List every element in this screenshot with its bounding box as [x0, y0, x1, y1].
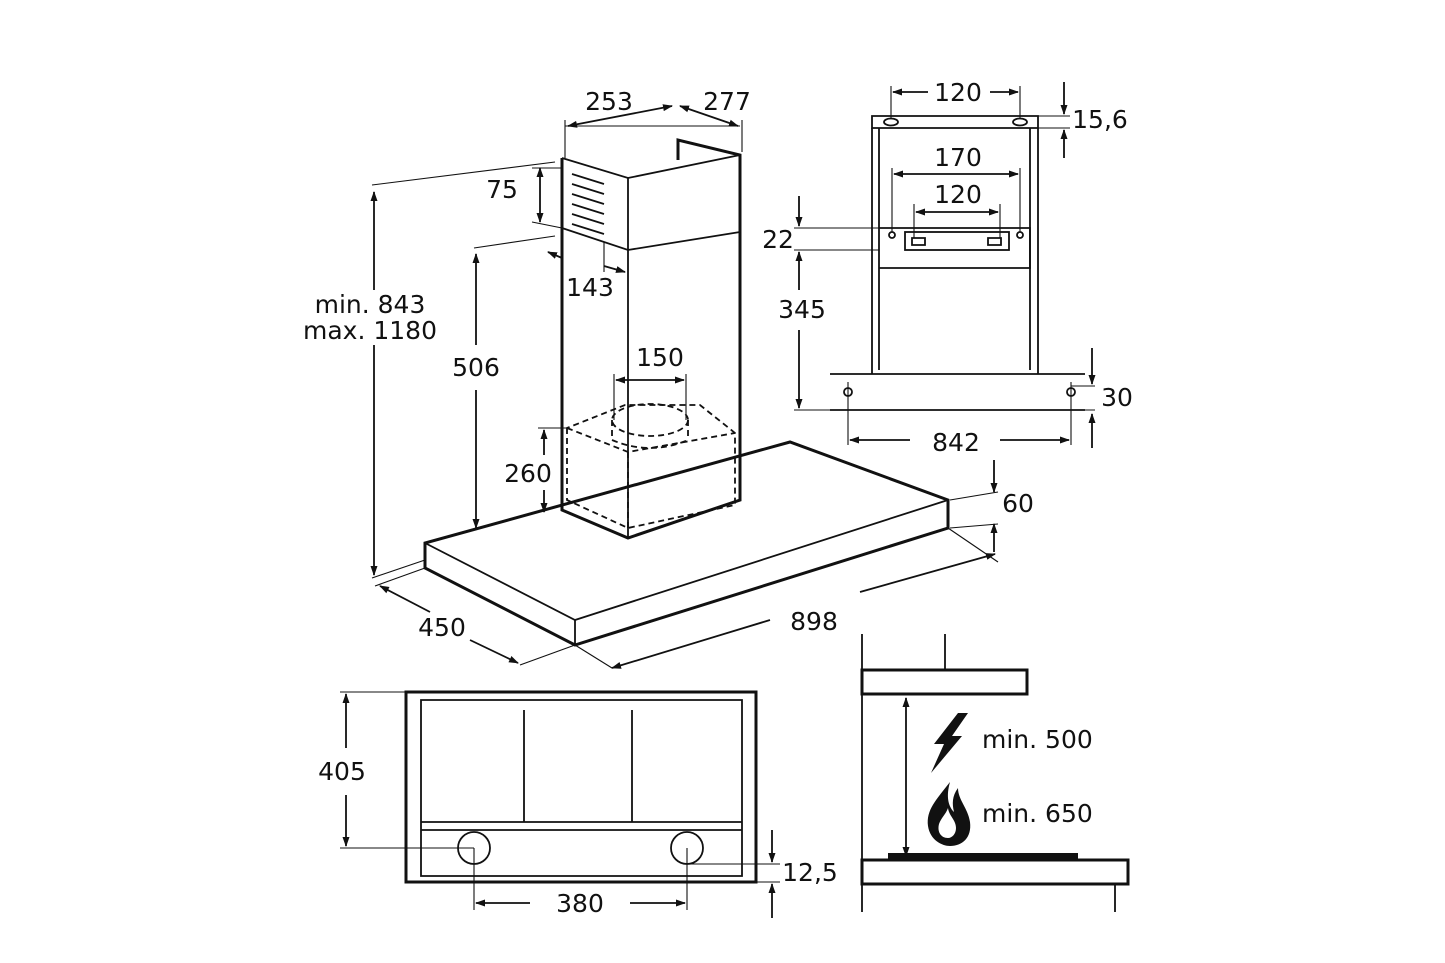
dim-label-max-1180: max. 1180 [303, 316, 437, 345]
dim-label-top-120: 120 [934, 78, 982, 107]
dim-label-253: 253 [585, 87, 633, 116]
dim-label-380: 380 [556, 889, 604, 918]
bracket-view: 120 15,6 170 120 22 345 842 [762, 78, 1133, 457]
vent-slots [571, 173, 605, 235]
dim-canopy-depth: 450 [374, 567, 576, 666]
dim-label-12-5: 12,5 [782, 858, 838, 887]
dim-label-450: 450 [418, 613, 466, 642]
hob-side [860, 858, 1130, 886]
hood-side [860, 668, 1029, 696]
hood-isometric-view: 253 277 75 143 min. 843 max. 1180 [303, 87, 1034, 669]
clearance-gas: min. 650 [982, 799, 1093, 828]
underside-view: 405 380 12,5 [318, 690, 838, 918]
clearance-electric: min. 500 [982, 725, 1093, 754]
chimney [560, 138, 742, 540]
dim-label-30: 30 [1101, 383, 1133, 412]
dim-motor-height: 260 [504, 427, 567, 513]
hob-burner [888, 853, 1078, 860]
dim-offset-143: 143 [547, 242, 626, 302]
dim-outlet: 150 [613, 343, 687, 420]
dim-label-inner-120: 120 [934, 180, 982, 209]
lightning-icon [931, 713, 968, 773]
clearance-view: min. 500 min. 650 [860, 634, 1130, 912]
dim-label-170: 170 [934, 143, 982, 172]
dim-label-842: 842 [932, 428, 980, 457]
dim-canopy-thickness: 60 [949, 460, 1034, 552]
dim-label-260: 260 [504, 459, 552, 488]
dim-label-898: 898 [790, 607, 838, 636]
dim-label-60: 60 [1002, 489, 1034, 518]
dim-label-143: 143 [566, 273, 614, 302]
dim-canopy-width: 898 [574, 527, 999, 669]
dim-label-75: 75 [486, 175, 518, 204]
dim-chimney-height: 506 [452, 235, 556, 529]
dim-label-506: 506 [452, 353, 500, 382]
dim-label-150: 150 [636, 343, 684, 372]
dim-total-height: min. 843 max. 1180 [303, 161, 556, 579]
motor-housing-hidden [566, 403, 736, 529]
dim-chimney-top: 253 277 [564, 87, 751, 158]
dim-label-345: 345 [778, 295, 826, 324]
dim-label-15-6: 15,6 [1072, 105, 1128, 134]
dim-vent: 75 [486, 167, 563, 229]
flame-icon [927, 782, 971, 846]
dim-label-22: 22 [762, 225, 794, 254]
dim-label-min-843: min. 843 [315, 290, 426, 319]
dim-label-405: 405 [318, 757, 366, 786]
dim-label-277: 277 [703, 87, 751, 116]
